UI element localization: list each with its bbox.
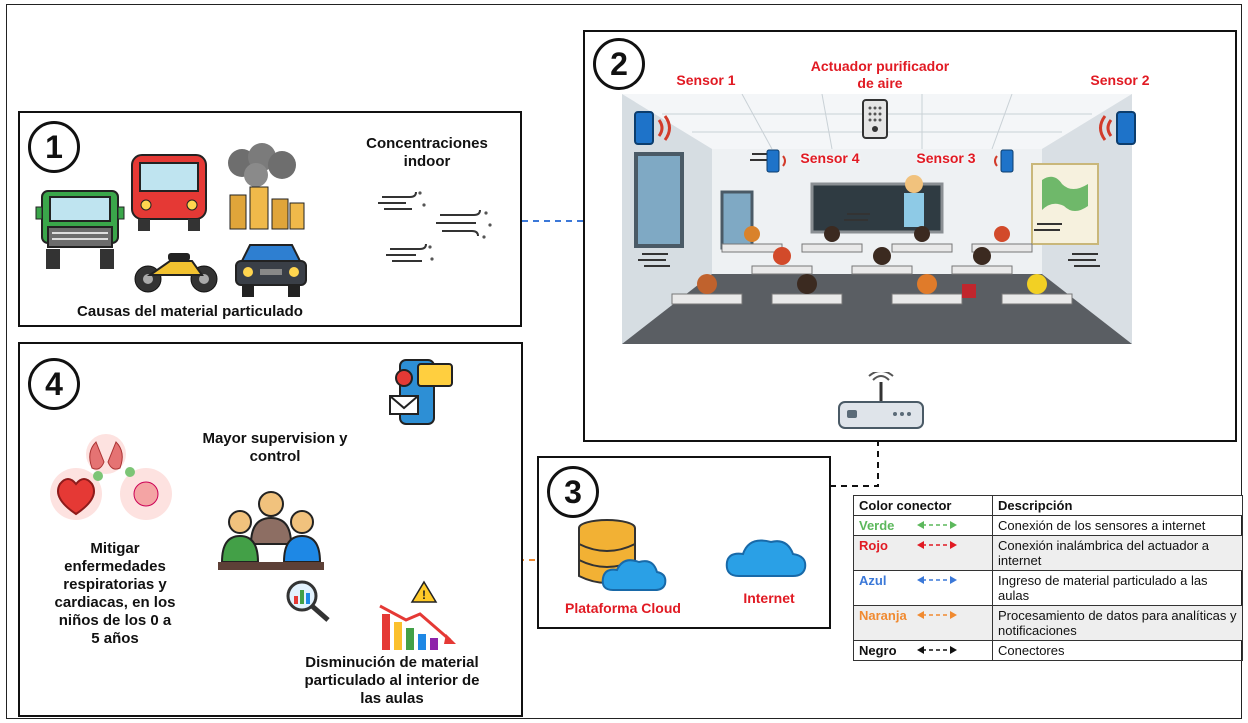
cloud-platform-label: Plataforma Cloud: [565, 600, 681, 616]
panel-number-3: 3: [547, 466, 599, 518]
legend-row: Naranja Procesamiento de datos para analí…: [853, 605, 1243, 641]
legend-color-name: Verde: [859, 518, 895, 533]
internet-cloud-icon: [725, 539, 807, 577]
sensor-3-label: Sensor 3: [916, 150, 976, 166]
orange-connector-notifications: [440, 376, 580, 568]
panel-impact: 4 Mayor supervision y control Mitigar en…: [18, 342, 523, 717]
panel-classroom: 2: [583, 30, 1237, 442]
panel-number-4: 4: [28, 358, 80, 410]
sensor-1-label: Sensor 1: [676, 72, 736, 88]
database-cloud-icon: [578, 519, 667, 591]
legend-color-name: Negro: [859, 643, 897, 658]
diagram-frame: [6, 4, 1242, 719]
particles-icon: [378, 191, 492, 262]
panel-causes: 1 Causas del material particulado Concen…: [18, 111, 522, 327]
legend-color-name: Rojo: [859, 538, 888, 553]
actuator-label: Actuador purificador de aire: [810, 58, 950, 91]
svg-text:!: !: [422, 588, 426, 602]
sensor-3-device-icon: [994, 149, 1014, 173]
bus-icon: [131, 154, 207, 231]
indoor-concentrations-label: Concentraciones indoor: [366, 135, 488, 170]
phone-notification-icon: [389, 359, 453, 425]
sensor-2-label: Sensor 2: [1090, 72, 1150, 88]
legend-description: Conexión de los sensores a internet: [992, 515, 1243, 536]
reduction-label: Disminución de material particulado al i…: [304, 654, 480, 707]
legend-row: Verde Conexión de los sensores a internet: [853, 515, 1243, 536]
sensor-2-device-icon: [1099, 111, 1136, 145]
legend-description: Ingreso de material particulado a las au…: [992, 570, 1243, 606]
panel-number-2: 2: [593, 38, 645, 90]
legend-description: Procesamiento de datos para analíticas y…: [992, 605, 1243, 641]
truck-icon: [35, 190, 125, 269]
car-icon: [235, 244, 307, 297]
legend-color-cell: Negro: [853, 640, 993, 661]
internet-label: Internet: [743, 590, 795, 606]
supervision-label: Mayor supervision y control: [202, 430, 348, 465]
legend-arrow-icon: [917, 521, 957, 529]
factory-smoke-icon: [228, 143, 305, 230]
motorcycle-icon: [134, 253, 218, 293]
legend-arrow-icon: [917, 576, 957, 584]
sensor-4-device-icon: [766, 149, 786, 173]
legend-row: Negro Conectores: [853, 640, 1243, 661]
legend-row: Rojo Conexión inalámbrica del actuador a …: [853, 535, 1243, 571]
legend-color-cell: Naranja: [853, 605, 993, 641]
sensor-1-device-icon: [634, 111, 671, 145]
magnifier-chart-icon: [286, 580, 330, 622]
people-group-icon: [218, 491, 324, 570]
declining-chart-icon: !: [379, 580, 456, 650]
mitigate-label: Mitigar enfermedades respiratorias y car…: [54, 540, 176, 647]
legend-color-name: Azul: [859, 573, 887, 588]
legend-arrow-icon: [917, 611, 957, 619]
legend-body: Verde Conexión de los sensores a internet…: [853, 515, 1243, 661]
causes-title: Causas del material particulado: [77, 303, 303, 320]
legend-color-cell: Verde: [853, 515, 993, 536]
legend-arrow-icon: [917, 646, 957, 654]
legend-header-color: Color conector: [853, 495, 993, 516]
air-purifier-icon: [862, 99, 888, 139]
legend-arrow-icon: [917, 541, 957, 549]
organs-health-icon: [50, 434, 172, 520]
legend-description: Conectores: [992, 640, 1243, 661]
legend-color-cell: Azul: [853, 570, 993, 606]
legend-color-name: Naranja: [859, 608, 907, 623]
sensor-4-label: Sensor 4: [800, 150, 860, 166]
legend-row: Azul Ingreso de material particulado a la…: [853, 570, 1243, 606]
legend-header-description: Descripción: [992, 495, 1243, 516]
panel-number-1: 1: [28, 121, 80, 173]
legend-description: Conexión inalámbrica del actuador a inte…: [992, 535, 1243, 571]
panel-cloud: 3 Plataforma Cloud Internet: [537, 456, 831, 629]
router-icon: [838, 372, 924, 429]
legend-color-cell: Rojo: [853, 535, 993, 571]
